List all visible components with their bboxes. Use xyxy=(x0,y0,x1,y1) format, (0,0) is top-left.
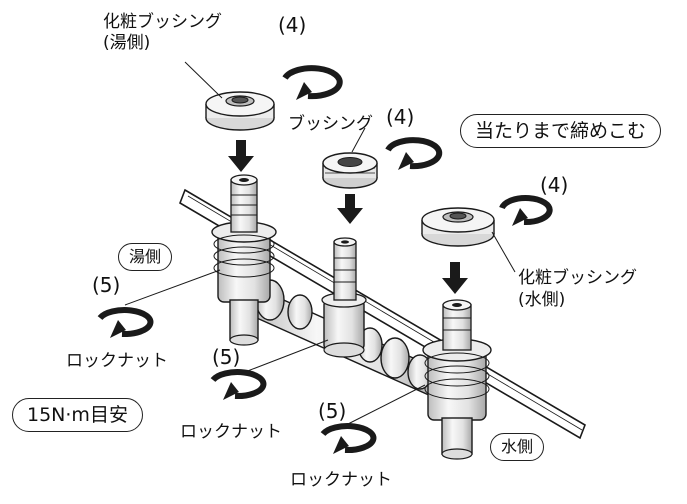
cosmetic-bushing-hot-sub: (湯側) xyxy=(103,33,151,53)
cold-side-badge: 水側 xyxy=(490,433,545,461)
cold-side-fitting xyxy=(422,299,492,460)
rotate-arrow-icon xyxy=(282,65,343,100)
bushing-label: ブッシング xyxy=(288,114,373,134)
cosmetic-bushing-hot-label: 化粧ブッシング xyxy=(103,12,222,32)
locknut-label: ロックナット xyxy=(180,422,282,442)
step-4-label: (4) xyxy=(540,173,569,197)
rotate-arrow-icon xyxy=(320,423,377,454)
cosmetic-bushing-cold-part xyxy=(421,207,495,247)
step-5-label: (5) xyxy=(318,399,347,423)
down-arrow-hot xyxy=(228,140,254,172)
step-5-label: (5) xyxy=(92,273,121,297)
cosmetic-bushing-hot-part xyxy=(205,91,275,131)
down-arrow-middle xyxy=(337,194,363,224)
bushing-part xyxy=(322,152,378,189)
leader-lines xyxy=(124,61,516,425)
hot-side-fitting xyxy=(211,174,277,346)
rotate-arrow-icon xyxy=(97,307,154,338)
step-4-label: (4) xyxy=(278,13,307,37)
rotate-arrow-icon xyxy=(210,369,267,400)
step-5-label: (5) xyxy=(212,345,241,369)
hot-side-badge: 湯側 xyxy=(118,243,173,271)
tighten-fully-callout: 当たりまで締めこむ xyxy=(460,114,662,148)
cosmetic-bushing-cold-sub: (水側) xyxy=(518,290,566,310)
locknut-label: ロックナット xyxy=(290,470,392,490)
down-arrow-cold xyxy=(442,262,468,294)
cosmetic-bushing-cold-label: 化粧ブッシング xyxy=(518,268,637,288)
rotate-arrow-icon xyxy=(499,195,553,226)
step-4-label: (4) xyxy=(386,105,415,129)
rotate-arrow-icon xyxy=(385,137,443,170)
torque-callout: 15N·m目安 xyxy=(12,398,143,432)
locknut-label: ロックナット xyxy=(66,351,168,371)
middle-fitting xyxy=(321,237,367,358)
